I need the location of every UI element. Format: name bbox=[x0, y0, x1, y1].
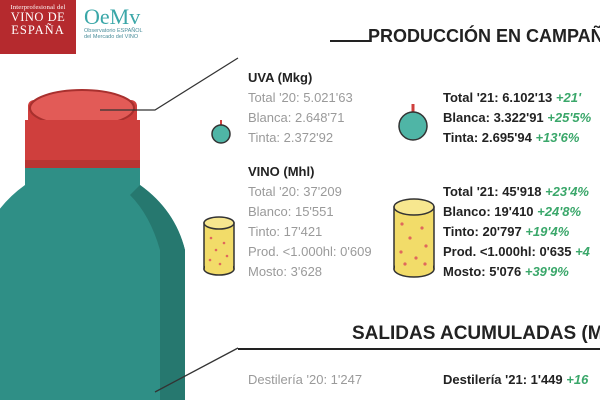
uva-curr-blanca: Blanca: 3.322'91 +25'5% bbox=[443, 108, 591, 128]
uva-curr-list: Total '21: 6.102'13 +21' Blanca: 3.322'9… bbox=[443, 88, 591, 148]
uva-prev-list: Total '20: 5.021'63 Blanca: 2.648'71 Tin… bbox=[248, 88, 353, 148]
vino-curr-prod: Prod. <1.000hl: 0'635 +4 bbox=[443, 242, 590, 262]
vino-curr-blanco-label: Blanco: 19'410 bbox=[443, 204, 534, 219]
exits-heading: SALIDAS ACUMULADAS (M bbox=[352, 323, 600, 344]
vino-prev-mosto: Mosto: 3'628 bbox=[248, 264, 323, 279]
uva-curr-blanca-label: Blanca: 3.322'91 bbox=[443, 110, 544, 125]
logo-line-2: VINO DE bbox=[10, 10, 66, 24]
salidas-curr-pct: +16 bbox=[566, 372, 589, 387]
cork-icon bbox=[203, 216, 235, 276]
salidas-curr-label: Destilería '21: 1'449 bbox=[443, 372, 563, 387]
salidas-prev: Destilería '20: 1'247 bbox=[248, 372, 363, 387]
uva-curr-blanca-pct: +25'5% bbox=[547, 110, 592, 125]
oemv-line-2: del Mercado del VINO bbox=[84, 34, 139, 40]
vino-curr-mosto: Mosto: 5'076 +39'9% bbox=[443, 262, 590, 282]
grape-icon bbox=[398, 104, 428, 141]
vino-curr-blanco: Blanco: 19'410 +24'8% bbox=[443, 202, 590, 222]
uva-title: UVA (Mkg) bbox=[248, 70, 313, 85]
uva-prev-tinta: Tinta: 2.372'92 bbox=[248, 130, 334, 145]
uva-curr-total-label: Total '21: 6.102'13 bbox=[443, 90, 553, 105]
vino-prev-tinto: Tinto: 17'421 bbox=[248, 224, 323, 239]
oemv-logo: OeMv Observatorio ESPAÑOL del Mercado de… bbox=[84, 6, 164, 56]
vino-prev-prod: Prod. <1.000hl: 0'609 bbox=[248, 244, 372, 259]
grape-icon bbox=[211, 120, 231, 144]
salidas-curr: Destilería '21: 1'449 +16 bbox=[443, 370, 588, 390]
vino-prev-blanco: Blanco: 15'551 bbox=[248, 204, 334, 219]
uva-curr-tinta-label: Tinta: 2.695'94 bbox=[443, 130, 532, 145]
uva-prev-total: Total '20: 5.021'63 bbox=[248, 90, 353, 105]
logo-line-3: ESPAÑA bbox=[11, 23, 65, 37]
uva-curr-total: Total '21: 6.102'13 +21' bbox=[443, 88, 591, 108]
vino-curr-total-pct: +23'4% bbox=[545, 184, 589, 199]
uva-curr-total-pct: +21' bbox=[555, 90, 582, 105]
vino-curr-tinto: Tinto: 20'797 +19'4% bbox=[443, 222, 590, 242]
heading-rule bbox=[330, 40, 370, 42]
uva-prev-blanca: Blanca: 2.648'71 bbox=[248, 110, 345, 125]
vino-curr-tinto-label: Tinto: 20'797 bbox=[443, 224, 522, 239]
vino-curr-list: Total '21: 45'918 +23'4% Blanco: 19'410 … bbox=[443, 182, 590, 282]
interprofesional-logo: Interprofesional del VINO DE ESPAÑA bbox=[0, 0, 76, 54]
vino-curr-prod-label: Prod. <1.000hl: 0'635 bbox=[443, 244, 572, 259]
vino-curr-mosto-pct: +39'9% bbox=[524, 264, 569, 279]
uva-curr-tinta-pct: +13'6% bbox=[535, 130, 580, 145]
logo-line-1: Interprofesional del bbox=[10, 4, 66, 11]
production-heading: PRODUCCIÓN EN CAMPAÑA bbox=[368, 26, 600, 46]
vino-prev-total: Total '20: 37'209 bbox=[248, 184, 342, 199]
cork-icon bbox=[393, 198, 435, 278]
exits-rule bbox=[238, 348, 600, 350]
vino-curr-total-label: Total '21: 45'918 bbox=[443, 184, 542, 199]
vino-curr-blanco-pct: +24'8% bbox=[537, 204, 582, 219]
uva-curr-tinta: Tinta: 2.695'94 +13'6% bbox=[443, 128, 591, 148]
vino-prev-list: Total '20: 37'209 Blanco: 15'551 Tinto: … bbox=[248, 182, 372, 282]
oemv-line-1: Observatorio ESPAÑOL bbox=[84, 28, 143, 34]
vino-curr-tinto-pct: +19'4% bbox=[525, 224, 570, 239]
vino-curr-prod-pct: +4 bbox=[575, 244, 590, 259]
vino-title: VINO (Mhl) bbox=[248, 164, 315, 179]
vino-curr-total: Total '21: 45'918 +23'4% bbox=[443, 182, 590, 202]
oemv-mark: OeMv bbox=[84, 4, 141, 29]
vino-curr-mosto-label: Mosto: 5'076 bbox=[443, 264, 522, 279]
